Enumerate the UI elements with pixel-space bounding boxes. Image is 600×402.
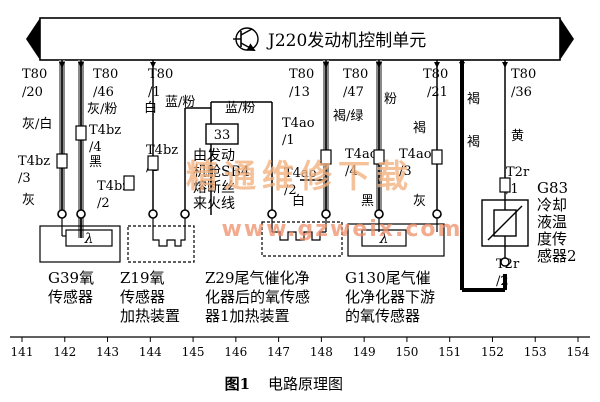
- scale-label: 147: [267, 345, 290, 359]
- scale-label: 150: [395, 345, 418, 359]
- component-label-g130: G130尾气催化净化器下游的氧传感器: [345, 269, 435, 325]
- wire-color-label: 黄: [511, 129, 524, 144]
- transistor-icon: [233, 27, 259, 52]
- fuse-box: [205, 123, 239, 145]
- wire-color-label: 白: [144, 100, 157, 116]
- wire-color-label: 褐: [467, 135, 480, 150]
- pin-label: /13: [289, 85, 310, 100]
- terminal-dots: [57, 209, 442, 219]
- z19-heater-symbol: [127, 218, 195, 263]
- connector-label: T4ao/1: [282, 116, 315, 148]
- wire-color-labels: 灰/白 灰/粉 黑 灰 白 蓝/粉 蓝/粉 白 褐/绿 粉 褐 黑 灰 褐 褐 …: [22, 92, 524, 209]
- connector-labels: T4bz/3 T4bz/4 T4bz/1 T4bz/2 T4ao/1 T4ao/…: [18, 116, 530, 289]
- scale-label: 141: [11, 345, 34, 359]
- scale-label: 146: [224, 345, 247, 359]
- pin-label: T80: [423, 67, 448, 82]
- pin-labels: T80 /20 T80 /46 T80 /1 T80 /13 T80 /47 T…: [22, 67, 536, 100]
- scale-label: 152: [481, 345, 504, 359]
- figure-number: 图1: [225, 375, 250, 393]
- wire-color-label: 蓝/粉: [165, 95, 195, 110]
- connector-label: T4ao/2: [284, 166, 317, 198]
- wire-color-label: 蓝/粉: [225, 101, 255, 116]
- ecu-label: J220发动机控制单元: [266, 31, 426, 51]
- wire-color-label: 灰: [22, 193, 35, 208]
- wires: [59, 60, 507, 292]
- scale-ticks: 141 142 143 144 145 146 147 148 149 150 151 152 153 1…: [11, 337, 590, 359]
- pin-label: T80: [511, 67, 536, 82]
- z29-heater-symbol: [261, 218, 343, 257]
- watermark-text: 精通维修下载: [186, 157, 414, 195]
- g130-sensor-symbol: [347, 218, 445, 257]
- pin-label: /47: [343, 85, 364, 100]
- ecu-bar: [26, 17, 574, 61]
- component-label-g39: G39氧传感器: [48, 269, 94, 306]
- connector-label: T4ao/3: [399, 147, 432, 179]
- wire-color-label: 粉: [384, 92, 397, 107]
- scale-label: 142: [53, 345, 76, 359]
- pin-arrows: [59, 62, 508, 68]
- fuse-number: 33: [214, 128, 231, 143]
- g39-lambda: λ: [84, 231, 94, 247]
- wire-color-label: 灰/粉: [87, 102, 117, 117]
- scale-label: 149: [353, 345, 376, 359]
- scale-label: 145: [182, 345, 205, 359]
- wire-color-label: 褐/绿: [333, 109, 363, 124]
- scale-label: 154: [567, 345, 590, 359]
- wire-color-label: 褐: [413, 121, 426, 136]
- wire-color-label: 黑: [361, 194, 374, 209]
- pin-label: T80: [148, 67, 173, 82]
- watermark-url: www.gzweix.com: [222, 217, 463, 242]
- connector-label: T4bz/3: [18, 154, 50, 186]
- pin-label: T80: [93, 67, 118, 82]
- connector-label: T4ao/4: [345, 147, 378, 179]
- component-label-z29: Z29尾气催化净化器后的氧传感器1加热装置: [205, 269, 310, 325]
- pin-label: /1: [148, 85, 161, 100]
- scale-label: 151: [438, 345, 461, 359]
- wire-color-label: 灰: [413, 194, 426, 209]
- pin-label: /46: [93, 85, 114, 100]
- wire-color-label: 白: [292, 193, 305, 209]
- wire-color-label: 灰/白: [22, 116, 52, 132]
- scale-label: 143: [96, 345, 119, 359]
- scale-label: 153: [524, 345, 547, 359]
- pin-label: T80: [22, 67, 47, 82]
- figure-title: 电路原理图: [268, 375, 343, 393]
- pin-label: /20: [22, 85, 43, 100]
- g130-lambda: λ: [379, 231, 389, 247]
- pin-label: T80: [289, 67, 314, 82]
- pin-label: /21: [427, 85, 448, 100]
- g39-sensor-symbol: [39, 218, 121, 263]
- component-labels: G39氧传感器 Z19氧传感器加热装置 Z29尾气催化净化器后的氧传感器1加热装…: [48, 179, 577, 325]
- connector-label: T4bz/2: [97, 179, 129, 211]
- wire-color-label: 黑: [89, 155, 102, 170]
- connector-label: T4bz/4: [89, 123, 121, 155]
- scale-label: 148: [310, 345, 333, 359]
- wire-color-label: 褐: [467, 92, 480, 107]
- g83-sensor-symbol: [481, 192, 529, 267]
- scale-label: 144: [139, 345, 162, 359]
- pin-label: T80: [343, 67, 368, 82]
- component-label-z19: Z19氧传感器加热装置: [120, 269, 180, 325]
- pin-label: /36: [511, 85, 532, 100]
